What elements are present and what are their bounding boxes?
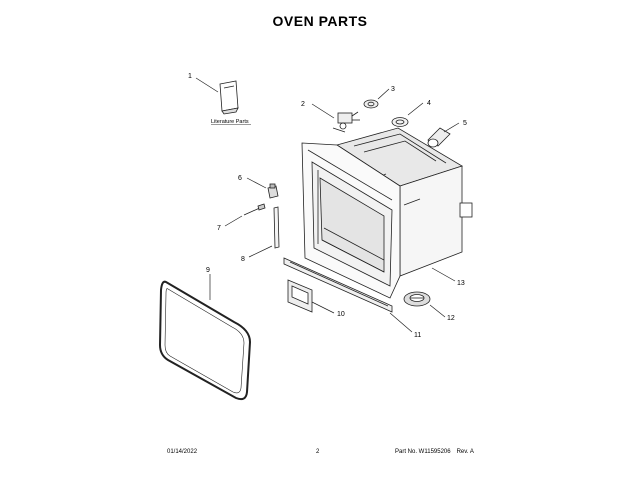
callout-4: 4 (427, 100, 431, 107)
part-5-drawing[interactable] (427, 127, 451, 148)
literature-parts-drawing[interactable] (219, 80, 239, 115)
callout-11: 11 (414, 332, 421, 339)
footer-revision: Rev. A (456, 449, 474, 455)
callout-2: 2 (301, 101, 305, 108)
part-2-drawing[interactable] (332, 111, 360, 133)
callout-12: 12 (447, 315, 455, 322)
part-10-drawing[interactable] (287, 279, 313, 313)
callout-3: 3 (391, 86, 395, 93)
part-9-door-gasket[interactable] (158, 280, 252, 401)
footer-page-number: 2 (316, 449, 320, 455)
callout-13: 13 (457, 280, 465, 287)
footer-date: 01/14/2022 (167, 449, 198, 455)
part-8-drawing[interactable] (273, 206, 280, 249)
part-7-drawing[interactable] (243, 203, 266, 216)
part-13-oven-cavity[interactable] (301, 127, 473, 299)
callout-labels: 1 2 3 4 5 6 7 8 9 10 11 12 13 (188, 73, 467, 339)
part-4-drawing[interactable] (391, 117, 409, 127)
part-12-drawing[interactable] (403, 291, 431, 307)
part-6-drawing[interactable] (267, 183, 279, 199)
part-11-drawing[interactable] (283, 257, 393, 313)
callout-10: 10 (337, 311, 345, 318)
footer-part-info: Part No. W11595206 Rev. A (395, 449, 480, 455)
callout-5: 5 (463, 120, 467, 127)
leader-lines (195, 77, 460, 333)
callout-9: 9 (206, 267, 210, 274)
footer-part-number: Part No. W11595206 (395, 449, 451, 455)
callout-8: 8 (241, 256, 245, 263)
callout-6: 6 (238, 175, 242, 182)
callout-1: 1 (188, 73, 192, 80)
literature-parts-label: Literature Parts (211, 119, 249, 125)
part-3-drawing[interactable] (363, 99, 379, 109)
page-title: OVEN PARTS (272, 13, 368, 29)
callout-7: 7 (217, 225, 221, 232)
